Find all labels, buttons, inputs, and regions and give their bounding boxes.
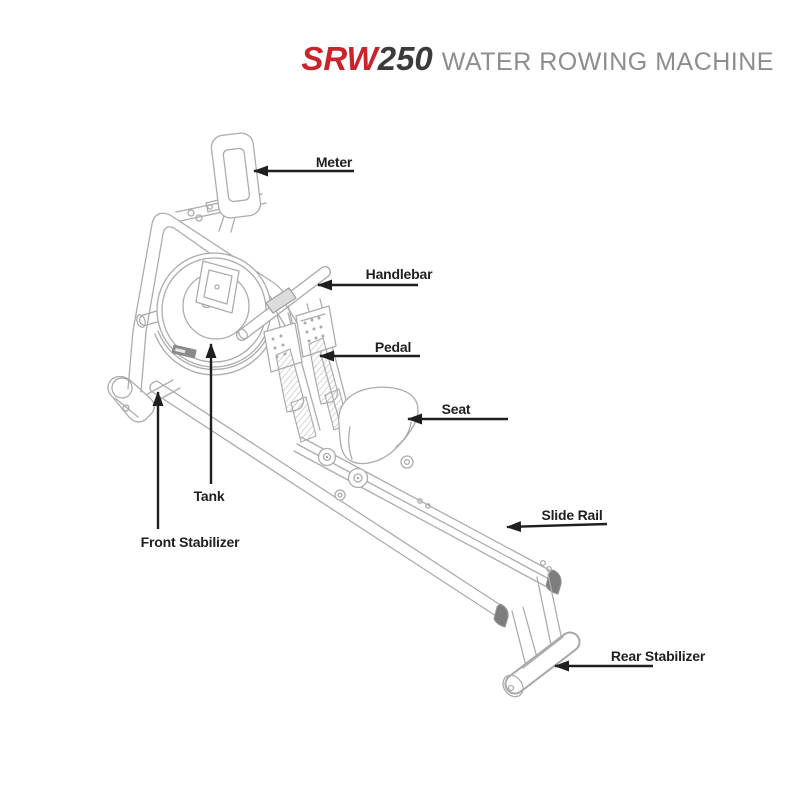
slide-rail-drawing: [293, 436, 562, 628]
meter-label: Meter: [316, 154, 353, 170]
seat-drawing: [317, 386, 419, 501]
brand-model-prefix: SRW: [301, 40, 378, 77]
slide-rail-arrow: [506, 521, 608, 533]
front-stabilizer-label: Front Stabilizer: [141, 534, 240, 550]
meter-drawing: [210, 132, 262, 233]
base-frame-drawing: [149, 380, 503, 617]
handlebar-drawing: [236, 266, 331, 341]
rowing-machine-illustration: [107, 132, 581, 698]
brand-model-number: 250: [377, 40, 433, 77]
product-name: WATER ROWING MACHINE: [441, 48, 774, 76]
rear-stabilizer-label: Rear Stabilizer: [611, 648, 706, 664]
brand-sticker: [171, 344, 197, 359]
slide-rail-label: Slide Rail: [541, 507, 602, 523]
tank-drawing: [154, 252, 274, 376]
tank-label: Tank: [194, 488, 225, 504]
handlebar-dock: [265, 287, 297, 314]
rear-stabilizer-drawing: [502, 573, 581, 698]
handlebar-label: Handlebar: [366, 266, 433, 282]
seat-label: Seat: [442, 401, 471, 417]
page-title: SRW250 WATER ROWING MACHINE: [301, 40, 774, 78]
brand-model: SRW250: [301, 40, 432, 78]
pedal-label: Pedal: [375, 339, 411, 355]
pedals-drawing: [263, 305, 349, 443]
